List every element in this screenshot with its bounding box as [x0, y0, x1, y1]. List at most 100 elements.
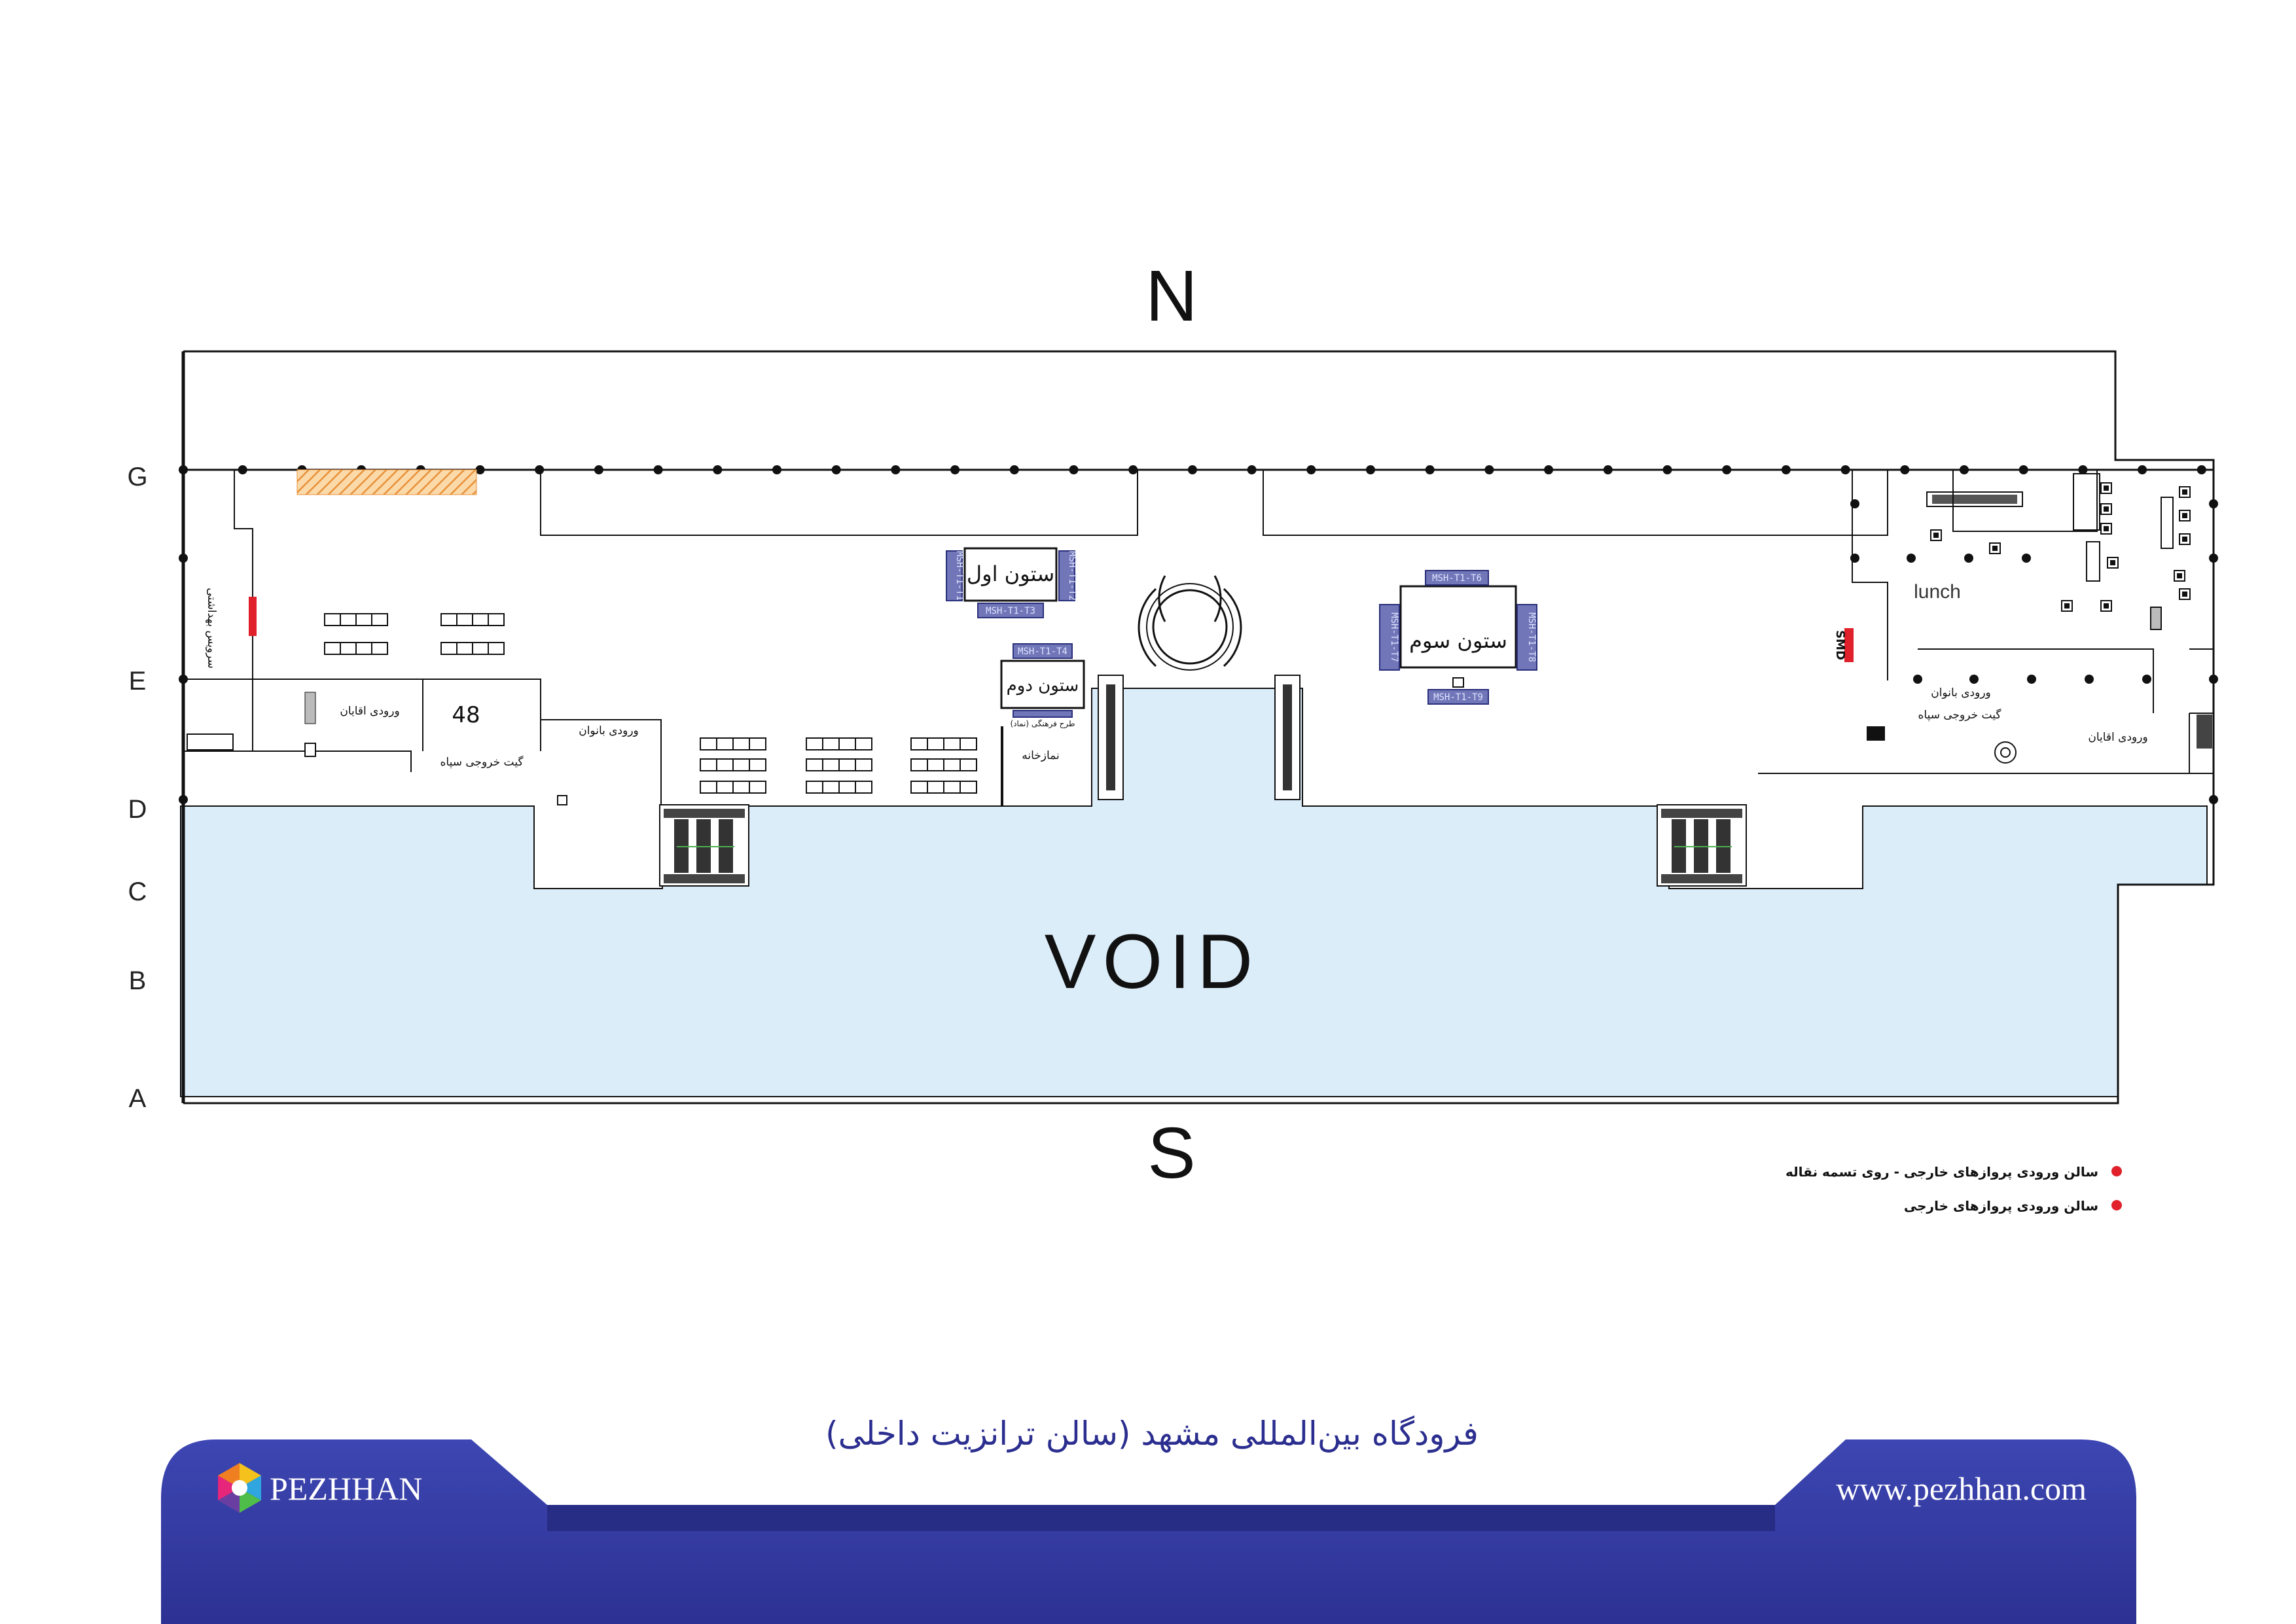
column-dot [179, 554, 188, 563]
lounge-chair [2104, 526, 2109, 531]
column-third: ستون سوم [1399, 585, 1517, 688]
column-dot [2209, 554, 2218, 563]
column-first-label: ستون اول [967, 561, 1054, 586]
wall-women-entry [541, 719, 662, 806]
legend-dot-2 [2111, 1200, 2122, 1210]
ad-tag-t6: MSH-T1-T6 [1425, 570, 1489, 586]
column-dot [1009, 465, 1019, 474]
column-dot [2078, 465, 2088, 474]
lounge-chair [2104, 603, 2109, 609]
ad-tag-t8: MSH-T1-T8 [1516, 604, 1537, 671]
svg-text:MSH-T1-T1: MSH-T1-T1 [954, 551, 965, 601]
women-entrance-left-label: ورودی بانوان [579, 724, 639, 737]
footer-shape [161, 1439, 2136, 1624]
column-dot [2197, 465, 2206, 474]
column-dot [1484, 465, 1494, 474]
wall-center [661, 726, 1002, 807]
footer-band [161, 1439, 2136, 1624]
red-marker-left [249, 597, 257, 636]
column-dot [950, 465, 960, 474]
column-dot [179, 795, 188, 804]
footer-band-dark [547, 1505, 1775, 1531]
column-dot [1964, 554, 1973, 563]
svg-text:MSH-T1-T6: MSH-T1-T6 [1432, 573, 1482, 584]
right-lounge-furniture [1867, 469, 2212, 764]
brand-logo: PEZHHAN [218, 1463, 422, 1513]
column-dot [1662, 465, 1672, 474]
svg-text:MSH-T1-T9: MSH-T1-T9 [1433, 692, 1483, 703]
column-dot [1306, 465, 1316, 474]
column-dot [2085, 675, 2094, 684]
column-dot [1425, 465, 1435, 474]
column-first: ستون اول [963, 547, 1058, 602]
row-label-a: A [129, 1084, 147, 1113]
red-marker-smd [1844, 628, 1854, 662]
wall-segment-3 [234, 470, 253, 751]
wall-left-corridor [183, 750, 535, 889]
lounge-chair [2104, 506, 2109, 512]
hatched-advert-zone [296, 469, 477, 495]
column-dot [1969, 675, 1979, 684]
ad-tag-t5 [1013, 710, 1073, 718]
pezhhan-logo-icon [218, 1463, 261, 1513]
lounge-chair [2182, 591, 2187, 597]
ad-tag-t3: MSH-T1-T3 [977, 603, 1044, 618]
bench-group-left [324, 613, 505, 655]
column-dot [1781, 465, 1791, 474]
column-dot [2018, 465, 2028, 474]
column-dot [1907, 554, 1916, 563]
website-link[interactable]: www.pezhhan.com [1836, 1470, 2087, 1507]
column-dot [1850, 554, 1859, 563]
wall-right-corridor [1758, 648, 2214, 774]
small-box-corridor [557, 795, 567, 805]
svg-text:MSH-T1-T8: MSH-T1-T8 [1526, 612, 1537, 662]
column-dot [1722, 465, 1732, 474]
lounge-chair [1933, 533, 1939, 538]
column-dot [891, 465, 901, 474]
ad-tag-t9: MSH-T1-T9 [1427, 689, 1489, 705]
prayer-room-label: نمازخانه [1022, 749, 1059, 762]
column-dot [535, 465, 545, 474]
cultural-plan-label: طرح فرهنگی (نماد) [1010, 719, 1075, 729]
column-dot [2027, 675, 2036, 684]
column-dot [179, 675, 188, 684]
column-third-label: ستون سوم [1409, 628, 1507, 653]
column-dot [1128, 465, 1138, 474]
column-dot [2209, 675, 2218, 684]
lounge-chair [2064, 603, 2070, 609]
brand-name: PEZHHAN [270, 1470, 422, 1507]
ad-tag-t7: MSH-T1-T7 [1379, 604, 1400, 671]
svg-text:MSH-T1-T2: MSH-T1-T2 [1067, 551, 1077, 601]
row-label-d: D [128, 795, 147, 824]
column-dot [1366, 465, 1375, 474]
column-dot [2022, 554, 2031, 563]
row-label-e: E [129, 667, 147, 696]
void-area [180, 688, 2208, 1097]
column-dot [1544, 465, 1554, 474]
lounge-chair [2110, 560, 2115, 565]
escalator-void-right [1274, 675, 1300, 800]
column-dot [1913, 675, 1922, 684]
sepah-exit-right-label: گیت خروجی سپاه [1918, 708, 2002, 722]
north-label: N [1145, 256, 1197, 336]
women-entrance-right-label: ورودی بانوان [1931, 686, 1991, 699]
column-dot [1187, 465, 1197, 474]
legend-item-2: سالن ورودی پروازهای خارجی [1904, 1198, 2098, 1214]
wall-right-block [1852, 470, 1888, 680]
ad-tag-t1: MSH-T1-T1 [946, 550, 965, 601]
svg-text:MSH-T1-T3: MSH-T1-T3 [986, 606, 1035, 616]
lounge-chair [2177, 573, 2182, 578]
row-label-b: B [129, 966, 147, 995]
bench-group-center [700, 737, 977, 794]
column-dot [831, 465, 841, 474]
kiosk-left [304, 692, 316, 724]
column-dot [2142, 675, 2151, 684]
lounge-chair [2182, 513, 2187, 518]
wall-segment-2 [1263, 470, 1888, 536]
column-dot [238, 465, 247, 474]
column-dot [594, 465, 603, 474]
lounge-chair [2182, 537, 2187, 542]
cabinet-left [187, 733, 234, 750]
ad-tag-t4: MSH-T1-T4 [1013, 643, 1073, 659]
